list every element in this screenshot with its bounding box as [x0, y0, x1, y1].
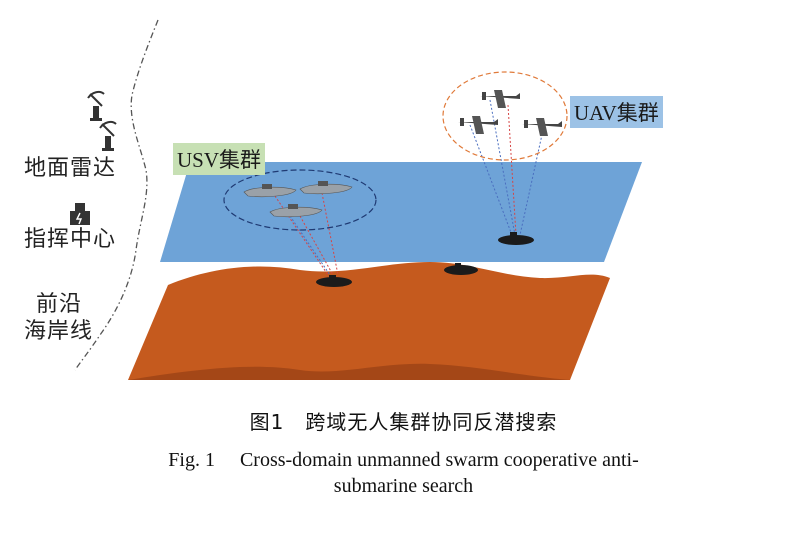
usv-swarm-ring [223, 169, 377, 231]
coastline-label-line1: 前沿 [36, 292, 83, 317]
usv-swarm-tag: USV集群 [173, 143, 266, 175]
usv-boat [299, 181, 353, 195]
command-center-label: 指挥中心 [24, 227, 117, 252]
submarine [444, 263, 478, 275]
seabed-layer [128, 262, 610, 380]
cross-domain-diagram [70, 19, 642, 380]
uav-swarm-tag: UAV集群 [570, 96, 663, 128]
usv-boat [243, 184, 297, 198]
coastline-curve [74, 19, 159, 371]
caption-en-line1: Fig. 1 Cross-domain unmanned swarm coope… [168, 449, 639, 471]
radar-icon [87, 90, 105, 121]
radar-icon [99, 120, 117, 151]
uav-swarm-ring [442, 71, 568, 161]
link-uav-sub [519, 129, 544, 236]
ground-radar-label: 地面雷达 [24, 156, 117, 181]
submarine [316, 275, 352, 287]
seabed-ridge-shadow [128, 363, 570, 380]
uav-drone [522, 118, 562, 136]
link-uav-sub [507, 104, 517, 236]
link-usv-sub [321, 192, 339, 276]
submarine [498, 232, 534, 245]
usv-boat [269, 204, 323, 218]
caption-en-line2: submarine search [333, 475, 474, 497]
sea-surface-plane [160, 162, 642, 262]
coastline-label-line2: 海岸线 [24, 319, 94, 344]
uav-drone [480, 90, 520, 108]
command-center-icon [70, 203, 90, 225]
link-usv-sub [299, 215, 334, 276]
detection-links [274, 99, 544, 276]
link-uav-sub [489, 99, 516, 236]
caption-cn: 图1 跨域无人集群协同反潜搜索 [249, 410, 558, 434]
uav-drone [458, 116, 498, 134]
